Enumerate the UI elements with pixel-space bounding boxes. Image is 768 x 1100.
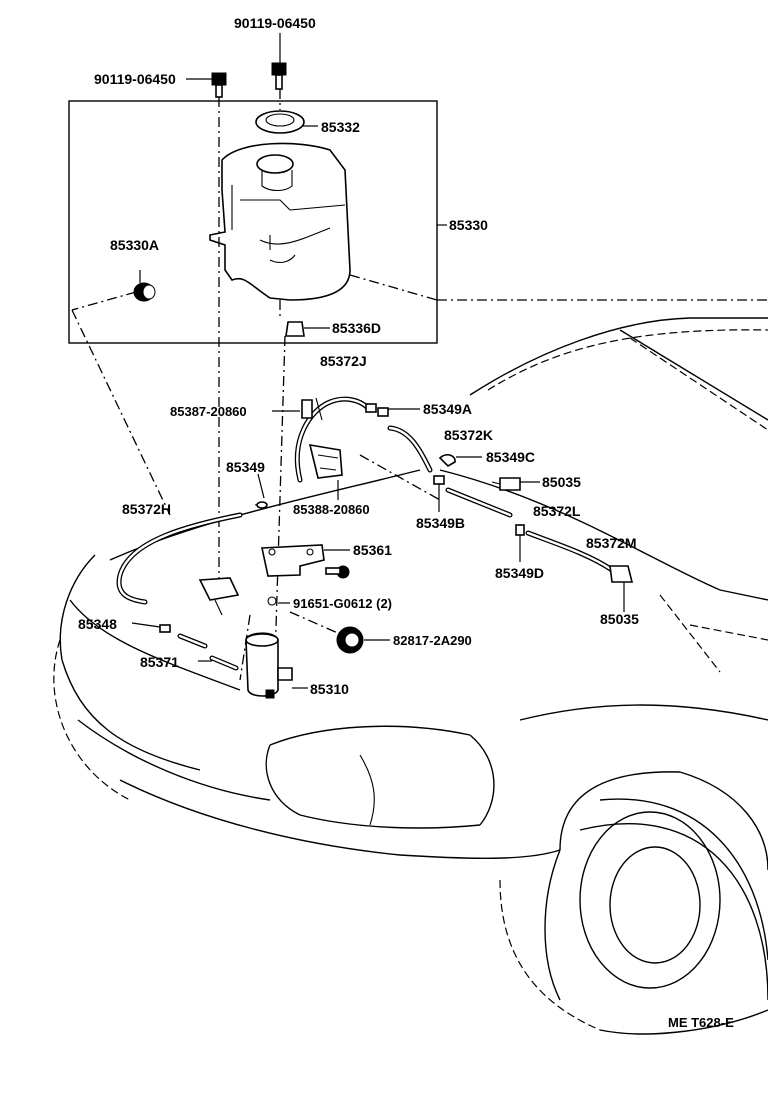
washer-tank [209, 142, 351, 301]
label-grommet-a: 85330A [110, 237, 159, 253]
label-bracket: 85361 [353, 542, 392, 558]
label-hose-l: 85372L [533, 503, 581, 519]
label-nozzle-upper: 85035 [542, 474, 581, 490]
grommet-85330a [133, 270, 156, 302]
label-joint-b: 85349B [416, 515, 465, 531]
tank-cap [255, 110, 318, 134]
label-bolt-top: 90119-06450 [234, 15, 316, 31]
washer-pump [245, 632, 308, 699]
label-clamp-b: 85388-20860 [293, 502, 370, 517]
label-grommet-82817: 82817-2A290 [393, 633, 472, 648]
label-bolt-left: 90119-06450 [94, 71, 176, 87]
bolt-left [186, 72, 227, 98]
label-hose-371: 85371 [140, 654, 179, 670]
label-hose-j: 85372J [320, 353, 367, 369]
label-grommet-d: 85336D [332, 320, 381, 336]
joints-and-clamps [131, 397, 634, 662]
label-clamp-a: 85387-20860 [170, 404, 247, 419]
label-nozzle-lower: 85035 [600, 611, 639, 627]
label-joint-a: 85349A [423, 401, 472, 417]
label-joint-c: 85349C [486, 449, 535, 465]
tank-assembly-box [68, 100, 447, 344]
label-joint-848: 85348 [78, 616, 117, 632]
label-joint-d: 85349D [495, 565, 544, 581]
grommet-85336d [285, 321, 330, 337]
label-joint-mid: 85349 [226, 459, 265, 475]
label-hose-m: 85372M [586, 535, 637, 551]
label-hose-h: 85372H [122, 501, 171, 517]
alignment-lines [71, 89, 768, 681]
part-labels: 90119-06450 90119-06450 85332 85330 8533… [78, 15, 734, 1030]
bolt-top [271, 33, 287, 90]
label-tank: 85330 [449, 217, 488, 233]
label-cap: 85332 [321, 119, 360, 135]
label-bolt-91651: 91651-G0612 (2) [293, 596, 392, 611]
diagram-code: ME T628-E [668, 1015, 734, 1030]
label-hose-k: 85372K [444, 427, 493, 443]
label-pump: 85310 [310, 681, 349, 697]
car-body-outline [53, 317, 768, 1035]
hoses [116, 396, 615, 671]
